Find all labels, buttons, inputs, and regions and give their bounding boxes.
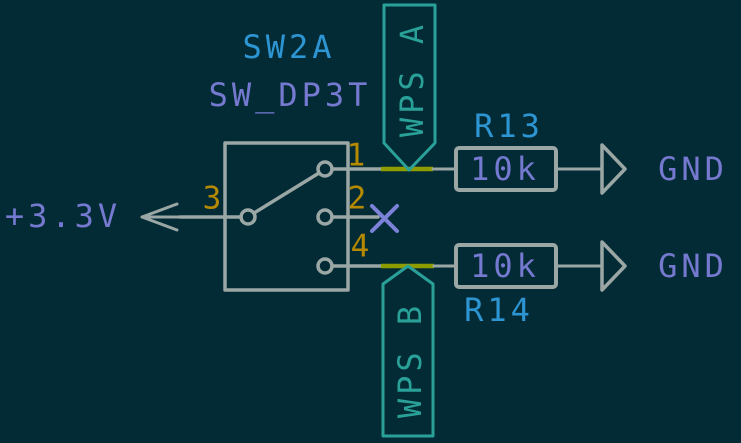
gnd-triangle-icon-2[interactable] <box>600 240 627 292</box>
gnd-triangle-icon-1[interactable] <box>600 143 627 195</box>
pin-number-1: 1 <box>346 137 366 174</box>
pin-number-3: 3 <box>202 180 222 217</box>
resistor-r13-body[interactable] <box>454 146 558 192</box>
resistor-r13-reference[interactable]: R13 <box>474 107 544 145</box>
no-connect-icon[interactable] <box>370 204 399 233</box>
power-arrow-icon <box>140 202 179 232</box>
switch-lever <box>252 171 321 215</box>
pin-number-4: 4 <box>350 228 370 265</box>
resistor-r14-value[interactable]: 10k <box>470 247 540 285</box>
switch-contact-2 <box>316 208 334 226</box>
gnd-label-1[interactable]: GND <box>658 150 728 188</box>
resistor-r14-reference[interactable]: R14 <box>464 291 534 329</box>
resistor-r14-body[interactable] <box>454 243 558 289</box>
power-rail-symbol[interactable] <box>140 202 182 232</box>
switch-symbol[interactable] <box>178 141 383 292</box>
net-label-wps-b[interactable]: WPS B <box>391 301 429 419</box>
net-label-wps-a[interactable]: WPS A <box>393 20 431 138</box>
switch-reference[interactable]: SW2A <box>242 28 336 66</box>
net-label-flag-wps-a[interactable] <box>382 3 437 172</box>
switch-value[interactable]: SW_DP3T <box>208 76 372 114</box>
pin-number-2: 2 <box>347 180 367 217</box>
net-label-flag-wps-b[interactable] <box>381 264 435 438</box>
gnd-label-2[interactable]: GND <box>658 247 728 285</box>
power-rail-label[interactable]: +3.3V <box>4 197 122 235</box>
resistor-r13-value[interactable]: 10k <box>470 150 540 188</box>
switch-contact-4 <box>316 257 334 275</box>
